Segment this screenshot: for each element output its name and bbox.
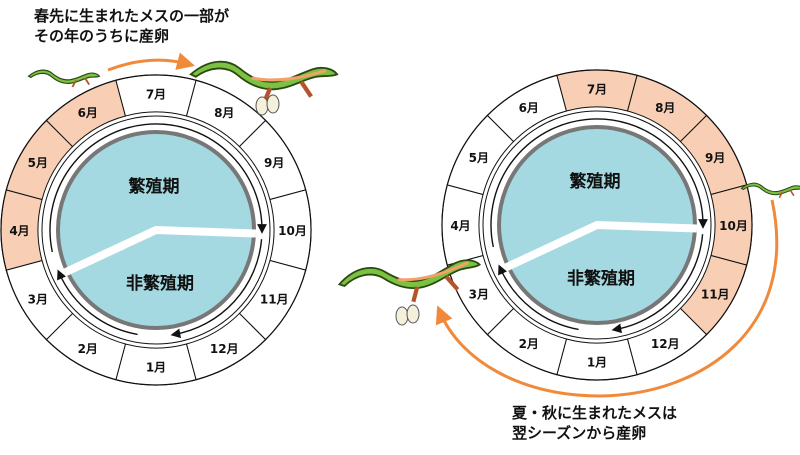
month-label-5: 5月 bbox=[28, 156, 48, 170]
cycle-arrow-non-breeding bbox=[498, 264, 579, 331]
phase-divider bbox=[504, 220, 698, 271]
month-label-12: 12月 bbox=[210, 342, 239, 356]
caption-spring-born: 春先に生まれたメスの一部が その年のうちに産卵 bbox=[34, 7, 230, 45]
month-label-3: 3月 bbox=[28, 292, 48, 306]
cycle-arrow-breeding bbox=[490, 118, 708, 248]
cycle-arrow-mid bbox=[170, 239, 263, 339]
month-label-11: 11月 bbox=[260, 292, 289, 306]
month-label-10: 10月 bbox=[278, 224, 307, 238]
label-non-breeding: 非繁殖期 bbox=[126, 273, 194, 294]
wheel-outline bbox=[441, 69, 753, 381]
egg-icon bbox=[255, 94, 280, 116]
phase-divider bbox=[63, 225, 257, 276]
month-label-6: 6月 bbox=[78, 106, 98, 120]
month-label-10: 10月 bbox=[719, 219, 748, 233]
large-lizard-icon-autumn bbox=[336, 251, 483, 303]
month-label-1: 1月 bbox=[587, 356, 607, 370]
cycle-arrow-breeding bbox=[49, 123, 267, 253]
month-label-6: 6月 bbox=[519, 101, 539, 115]
label-non-breeding: 非繁殖期 bbox=[567, 268, 635, 289]
month-label-9: 9月 bbox=[705, 151, 725, 165]
label-breeding: 繁殖期 bbox=[128, 176, 180, 197]
month-label-4: 4月 bbox=[450, 219, 470, 233]
month-label-9: 9月 bbox=[264, 156, 284, 170]
cycle-arrow-mid bbox=[611, 234, 704, 334]
month-label-7: 7月 bbox=[146, 88, 166, 102]
label-breeding: 繁殖期 bbox=[569, 171, 621, 192]
month-label-5: 5月 bbox=[469, 151, 489, 165]
wheel-outline bbox=[0, 74, 312, 386]
month-label-8: 8月 bbox=[655, 101, 675, 115]
small-lizard-icon-autumn bbox=[740, 182, 800, 199]
month-label-2: 2月 bbox=[519, 337, 539, 351]
month-label-7: 7月 bbox=[587, 83, 607, 97]
month-label-2: 2月 bbox=[78, 342, 98, 356]
arrow-icon-long bbox=[435, 199, 779, 398]
month-label-3: 3月 bbox=[469, 287, 489, 301]
month-label-11: 11月 bbox=[701, 287, 730, 301]
month-label-1: 1月 bbox=[146, 361, 166, 375]
month-label-12: 12月 bbox=[651, 337, 680, 351]
arrow-icon bbox=[107, 52, 195, 72]
small-lizard-icon bbox=[27, 69, 101, 88]
cycle-arrow-non-breeding bbox=[57, 269, 138, 336]
egg-icon-autumn bbox=[395, 304, 420, 326]
month-label-4: 4月 bbox=[9, 224, 29, 238]
caption-autumn-born: 夏・秋に生まれたメスは 翌シーズンから産卵 bbox=[512, 404, 678, 442]
month-label-8: 8月 bbox=[214, 106, 234, 120]
